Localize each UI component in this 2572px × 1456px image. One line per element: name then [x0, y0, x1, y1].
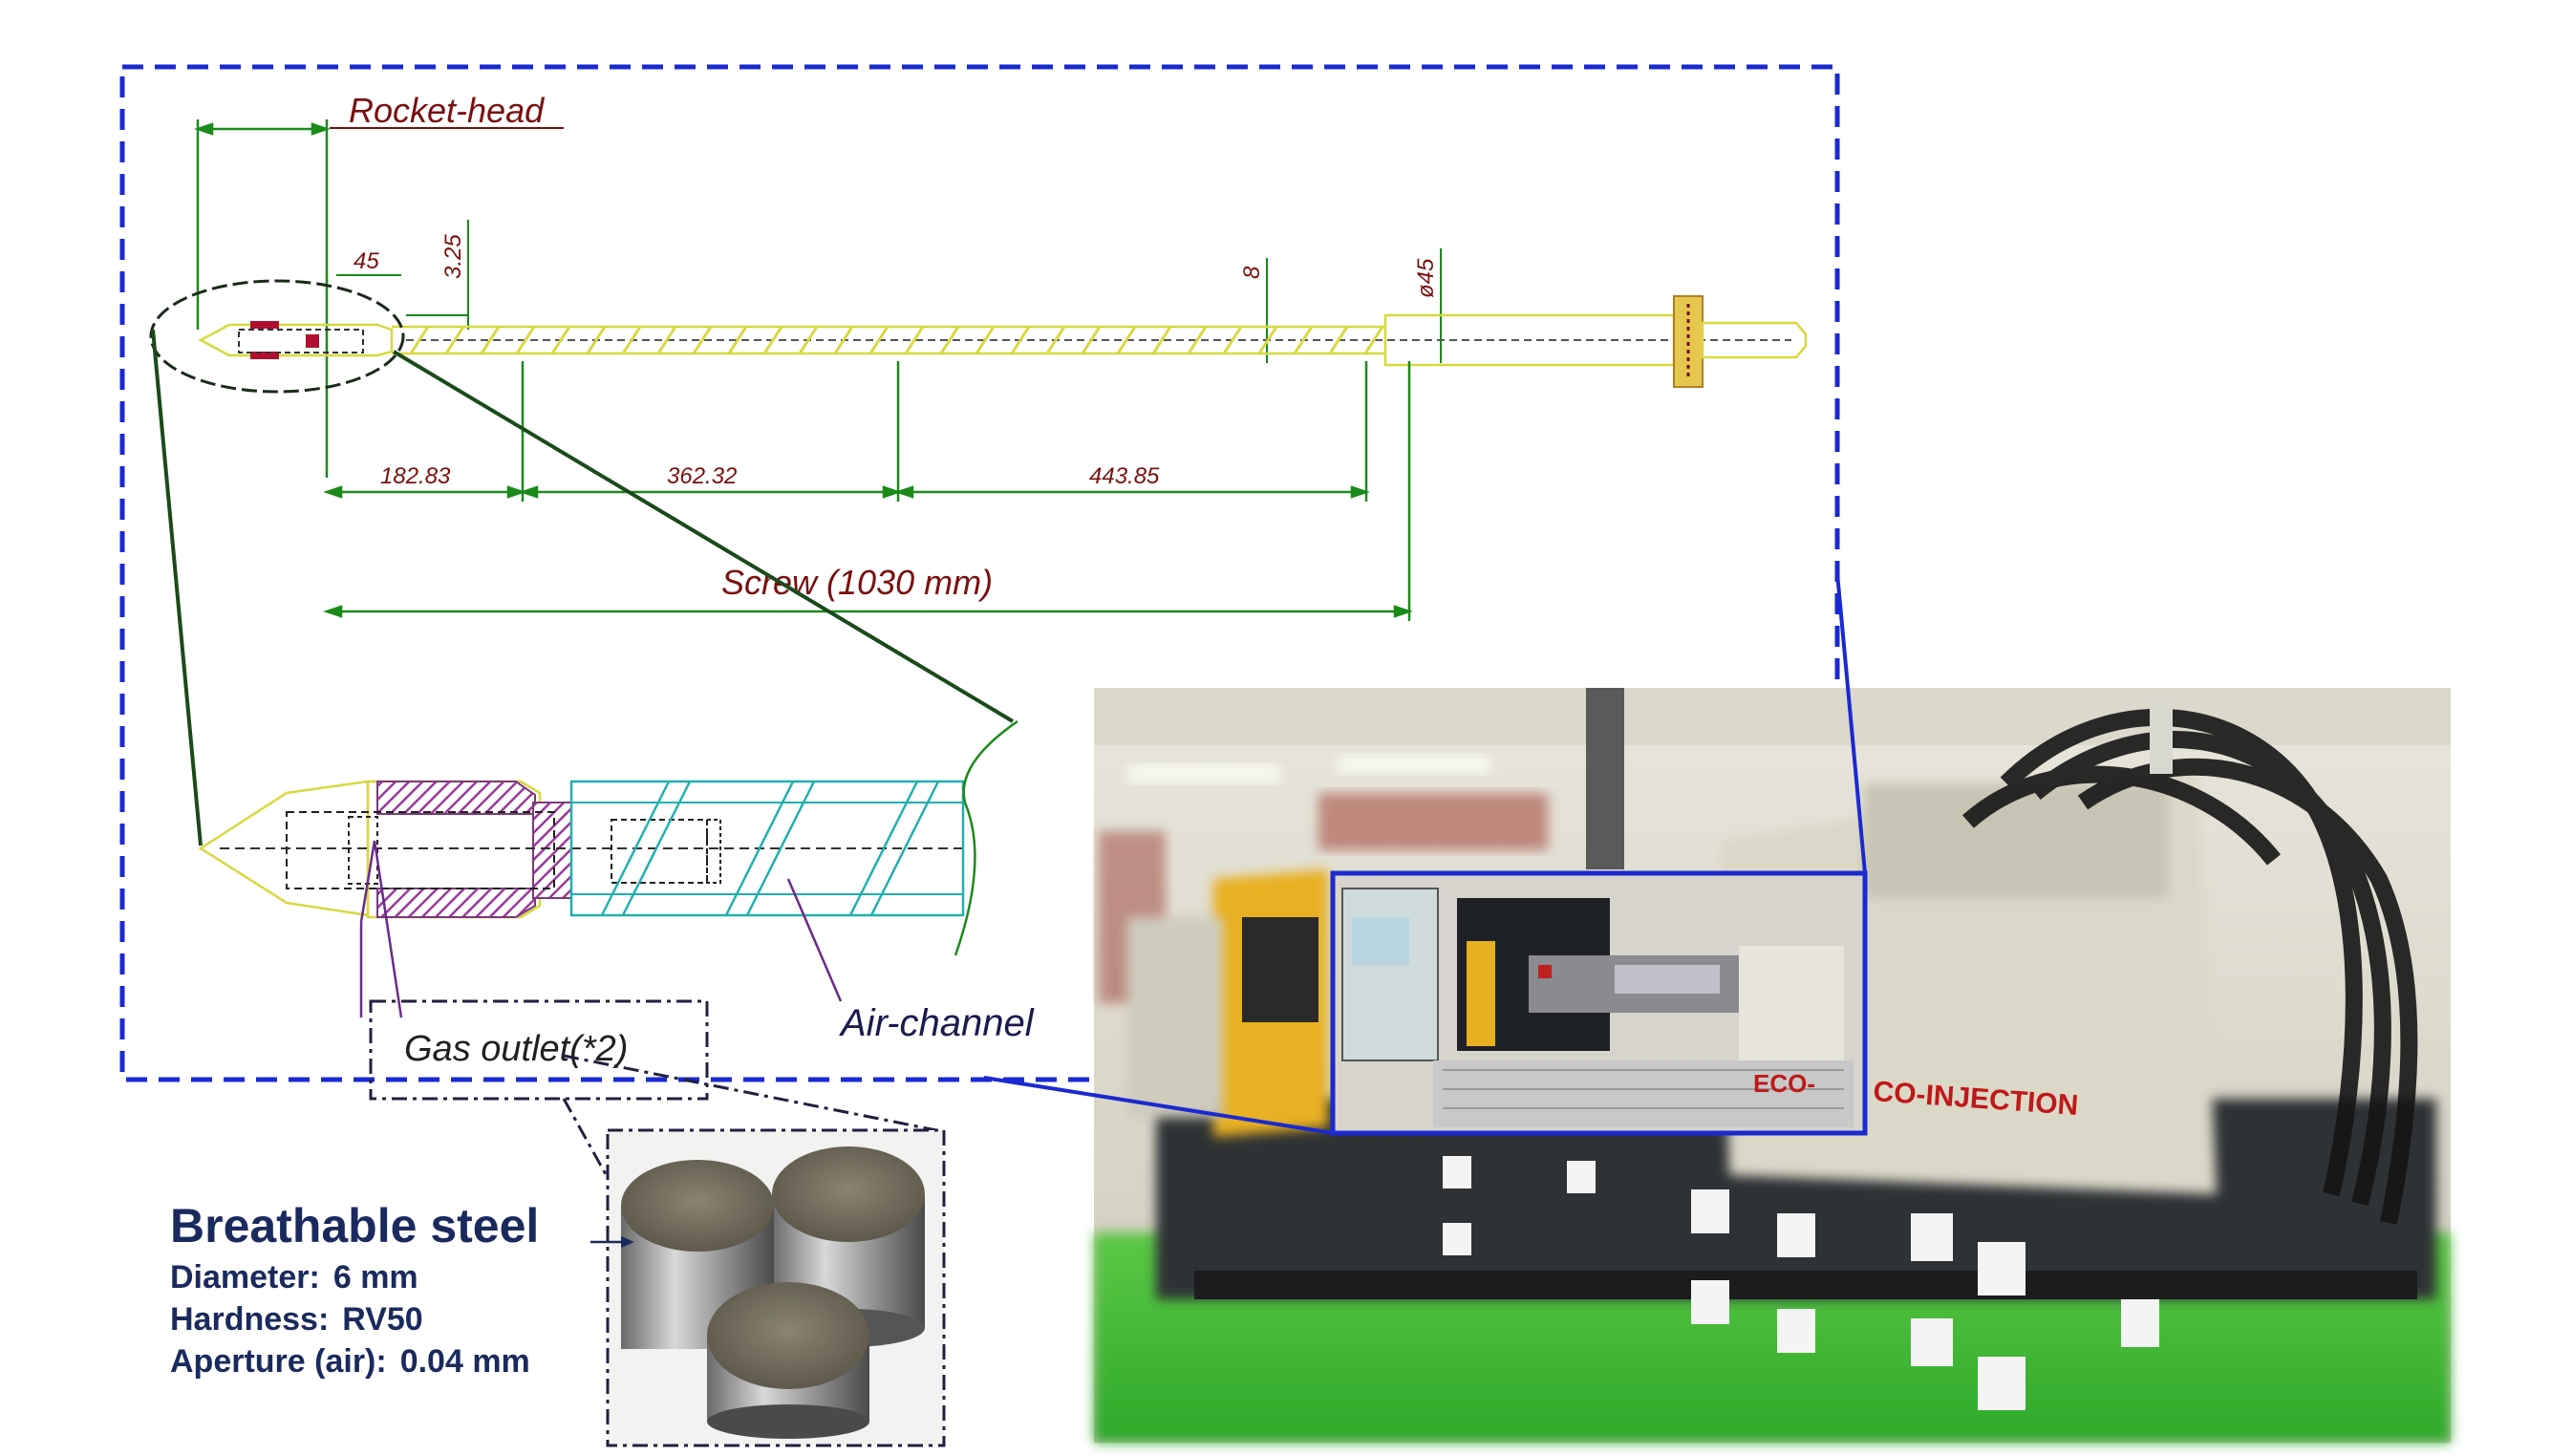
screw-flight	[1328, 326, 1349, 354]
screw-flight	[833, 326, 854, 354]
screw-flight	[1257, 326, 1278, 354]
extruder-inset-photo: ECO-	[1330, 870, 1868, 1136]
screw-flight	[1293, 326, 1314, 354]
dim-3-25: 3.25	[440, 234, 466, 279]
screw-flight	[1151, 326, 1172, 354]
dim-phi45: ø45	[1413, 258, 1439, 298]
screw-flight	[480, 326, 501, 354]
steel-spec-aperture: Aperture (air):0.04 mm	[170, 1343, 530, 1380]
screw-flight	[586, 326, 607, 354]
screw-flight	[444, 326, 465, 354]
screw-flight	[1045, 326, 1066, 354]
screw-flight	[409, 326, 430, 354]
screw-flight	[1187, 326, 1208, 354]
dim-45: 45	[354, 248, 379, 274]
screw-flight	[798, 326, 819, 354]
screw-flight	[621, 326, 642, 354]
steel-spec-diameter: Diameter:6 mm	[170, 1259, 418, 1295]
screw-flight	[1363, 326, 1384, 354]
dim-8: 8	[1239, 266, 1265, 279]
screw-length-label: Screw (1030 mm)	[721, 563, 993, 602]
screw-flight	[939, 326, 960, 354]
machine-eco-text: ECO-	[1753, 1069, 1815, 1098]
screw-flight	[550, 326, 571, 354]
air-channel-label: Air-channel	[839, 1002, 1035, 1044]
dim-seg-182: 182.83	[380, 463, 451, 489]
screw-flight	[656, 326, 677, 354]
dim-seg-443: 443.85	[1089, 463, 1160, 489]
rocket-head-detail	[198, 719, 1018, 1018]
screw-flight	[762, 326, 783, 354]
screw-flight	[1081, 326, 1102, 354]
breathable-steel-photo	[606, 1128, 946, 1447]
dim-seg-362: 362.32	[667, 463, 737, 489]
screw-flight	[868, 326, 889, 354]
gas-outlet-label: Gas outlet(*2)	[404, 1029, 628, 1069]
rocket-head-dimension	[194, 119, 331, 478]
screw-full-drawing	[198, 295, 1808, 388]
screw-flight	[727, 326, 748, 354]
screw-flight	[1116, 326, 1137, 354]
gas-outlet-box	[369, 999, 709, 1101]
screw-flight	[692, 326, 713, 354]
steel-spec-hardness: Hardness:RV50	[170, 1301, 423, 1338]
screw-flight	[975, 326, 996, 354]
screw-flight	[515, 326, 536, 354]
steel-specs-panel: Breathable steel Diameter:6 mm Hardness:…	[170, 1202, 539, 1387]
screw-dimension-lines	[323, 361, 1413, 621]
screw-flight	[1222, 326, 1243, 354]
screw-flight	[1010, 326, 1031, 354]
rocket-head-label: Rocket-head	[349, 91, 545, 130]
screw-flight	[904, 326, 925, 354]
steel-title: Breathable steel	[170, 1199, 540, 1253]
zoom-circle	[149, 279, 405, 394]
